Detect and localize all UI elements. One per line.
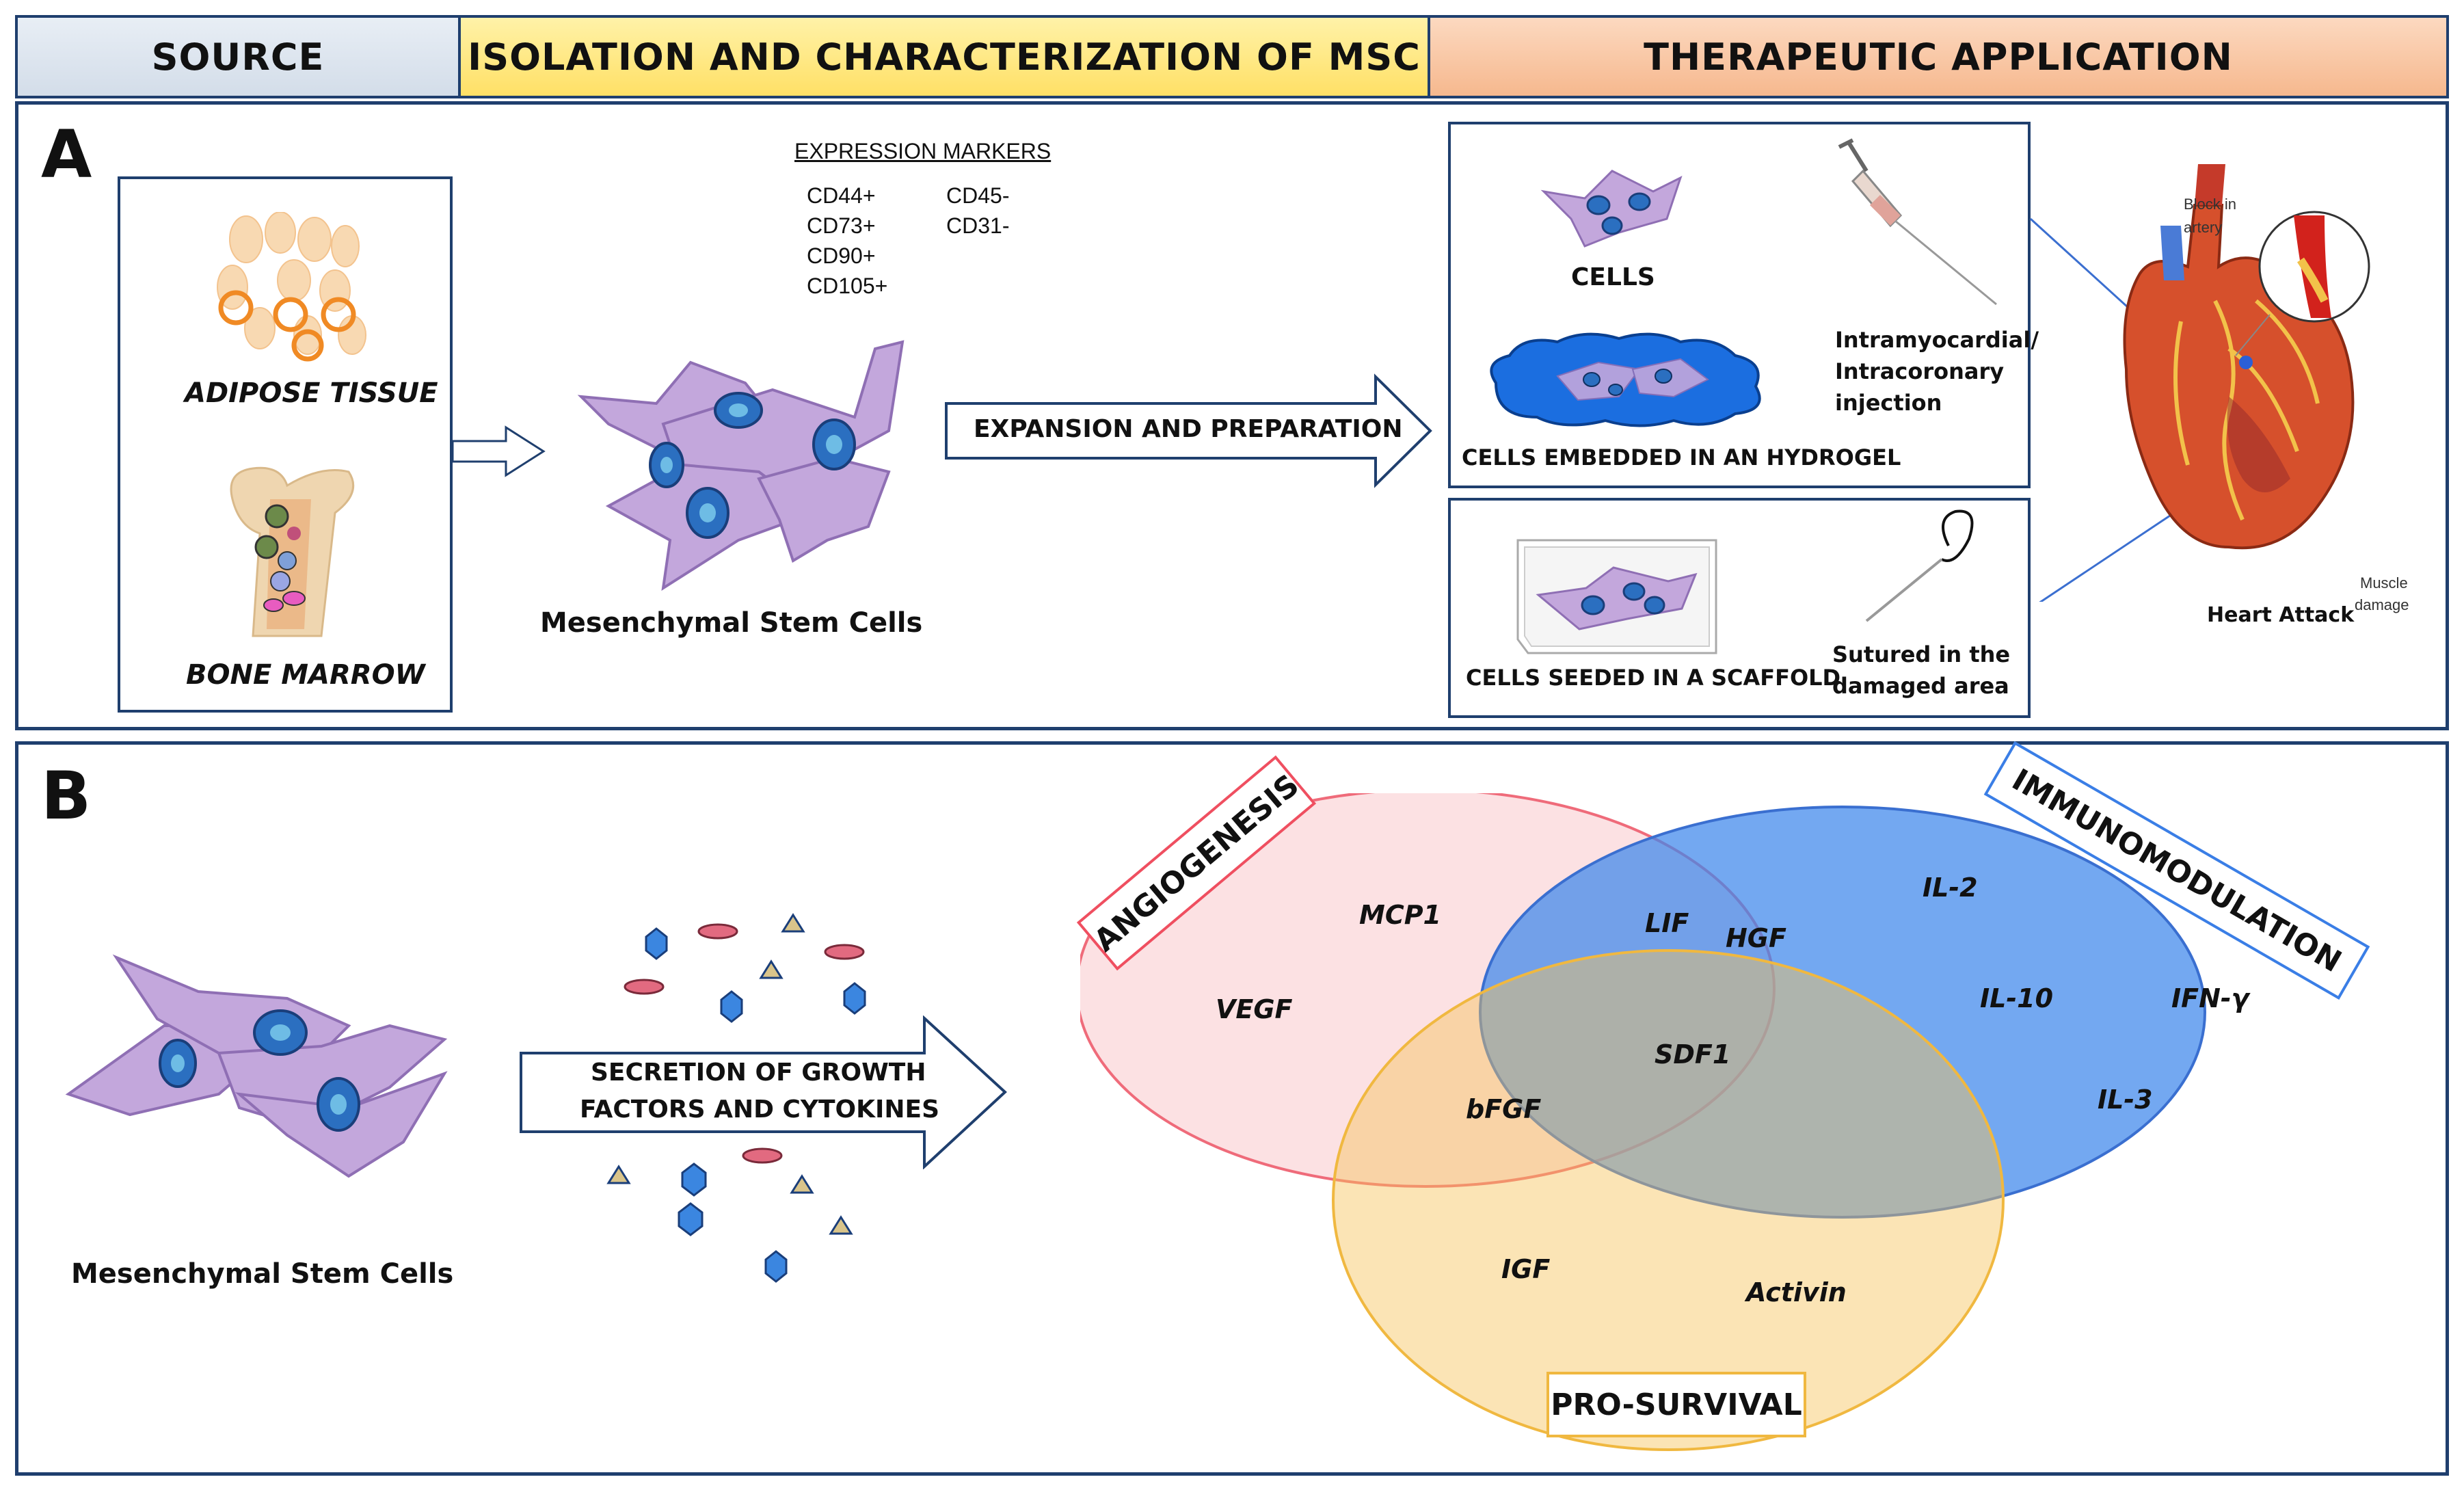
hydrogel-label: CELLS EMBEDDED IN AN HYDROGEL: [1462, 444, 1901, 470]
msc-caption-a: Mesenchymal Stem Cells: [540, 607, 923, 639]
cells-icon: [1540, 170, 1683, 248]
marker-cd31: CD31-: [946, 213, 1010, 238]
secretion-arrow-label-2: FACTORS AND CYTOKINES: [580, 1095, 940, 1124]
factor-activin: Activin: [1746, 1277, 1847, 1307]
msc-caption-b: Mesenchymal Stem Cells: [71, 1258, 454, 1290]
panel-a: [15, 101, 2449, 730]
marker-cd44: CD44+: [807, 183, 876, 208]
adipose-tissue-label: ADIPOSE TISSUE: [185, 377, 438, 409]
injection-label-2: Intracoronary: [1835, 358, 2005, 384]
sutured-label-1: Sutured in the: [1832, 641, 2011, 667]
venn-pro-survival-ellipse: [1332, 949, 2005, 1451]
factor-il3: IL-3: [2098, 1085, 2153, 1115]
venn-immunomodulation-ellipse: [1479, 806, 2206, 1219]
secretion-arrow-label-1: SECRETION OF GROWTH: [591, 1059, 926, 1087]
marker-cd90: CD90+: [807, 243, 876, 268]
marker-cd73: CD73+: [807, 213, 876, 238]
factor-lif: LIF: [1645, 908, 1689, 938]
source-arrow: [451, 425, 546, 477]
marker-cd105: CD105+: [807, 274, 888, 298]
header-isolation: ISOLATION AND CHARACTERIZATION OF MSC: [458, 15, 1430, 98]
marker-cd45: CD45-: [946, 183, 1010, 208]
factor-igf: IGF: [1501, 1254, 1551, 1284]
suture-needle-icon: [1865, 509, 1974, 622]
bone-marrow-icon: [230, 466, 355, 637]
msc-cells-illustration-b: [65, 954, 448, 1178]
expression-markers-title: EXPRESSION MARKERS: [794, 139, 1052, 163]
adipose-tissue-icon: [217, 212, 366, 362]
sutured-label-2: damaged area: [1832, 673, 2009, 699]
muscle-damage-label-1: Muscle: [2360, 574, 2408, 592]
factor-mcp1: MCP1: [1359, 900, 1441, 930]
venn-diagram: [1080, 793, 2206, 1451]
heart-illustration: [2029, 164, 2370, 602]
factor-bfgf: bFGF: [1466, 1094, 1542, 1124]
panel-b: [15, 741, 2449, 1476]
venn-tag-pro-survival: PRO-SURVIVAL: [1546, 1372, 1806, 1437]
secretion-arrow: [520, 1015, 1007, 1169]
injection-label-1: Intramyocardial/: [1835, 327, 2039, 353]
expansion-arrow: [945, 373, 1432, 488]
injection-label-3: injection: [1835, 390, 1942, 416]
factor-ifn: IFN-γ: [2171, 983, 2249, 1013]
panel-b-label: B: [41, 758, 92, 834]
cells-label: CELLS: [1571, 263, 1655, 291]
bone-marrow-label: BONE MARROW: [186, 659, 425, 691]
scaffold-icon: [1516, 539, 1717, 654]
header-therapeutic: THERAPEUTIC APPLICATION: [1428, 15, 2449, 98]
block-artery-label-2: artery: [2184, 219, 2223, 236]
factor-hgf: HGF: [1726, 923, 1786, 953]
msc-cells-illustration: [577, 340, 905, 592]
header-source: SOURCE: [15, 15, 461, 98]
syringe-icon: [1838, 138, 1997, 306]
block-artery-label-1: Block in: [2184, 196, 2237, 213]
factor-sdf1: SDF1: [1655, 1039, 1731, 1070]
scaffold-label: CELLS SEEDED IN A SCAFFOLD: [1466, 665, 1841, 691]
heart-attack-label: Heart Attack: [2207, 603, 2355, 627]
expansion-arrow-label: EXPANSION AND PREPARATION: [974, 415, 1403, 443]
muscle-damage-label-2: damage: [2355, 596, 2409, 613]
therapy-scaffold-box: [1448, 498, 2031, 718]
panel-a-label: A: [41, 116, 92, 193]
hydrogel-icon: [1490, 332, 1761, 427]
factor-il10: IL-10: [1980, 983, 2054, 1013]
factor-il2: IL-2: [1923, 873, 1978, 903]
factor-vegf: VEGF: [1216, 994, 1293, 1024]
therapy-injection-box: [1448, 122, 2031, 488]
secreted-factors-icons: [606, 913, 866, 1283]
